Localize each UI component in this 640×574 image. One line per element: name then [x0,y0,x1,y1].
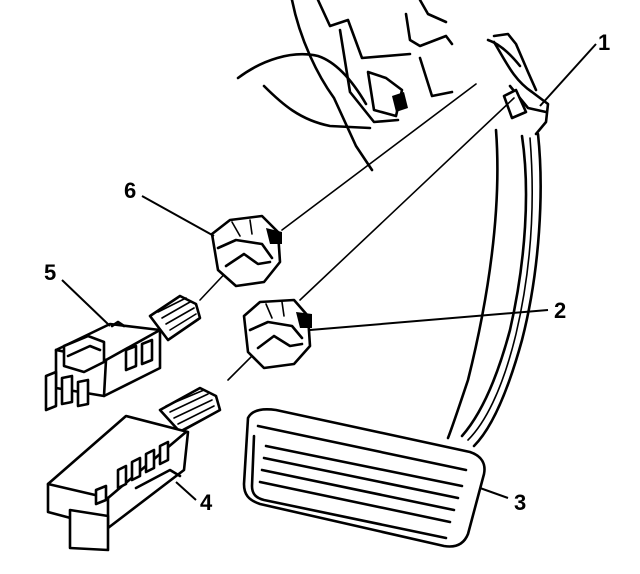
retainer-clip-upper [210,214,282,288]
retainer-clip-lower [242,298,312,370]
callout-1: 1 [598,30,610,55]
callout-3: 3 [514,490,526,515]
callout-2: 2 [554,298,566,323]
stoplamp-switch [44,294,202,412]
tcc-cruise-switch [46,386,222,552]
callout-5: 5 [44,260,56,285]
brake-pedal-arm [446,40,550,448]
leader-lines [61,43,597,501]
callout-6: 6 [124,178,136,203]
pedal-pad [242,407,486,548]
callout-4: 4 [200,490,213,515]
dash-panel-structure [236,0,538,172]
alignment-lines [199,83,515,381]
